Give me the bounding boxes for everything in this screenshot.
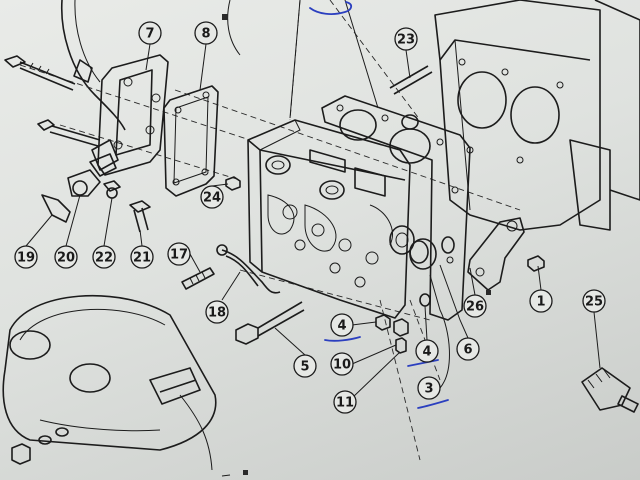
callout-c25: 25 [582,289,606,313]
valve-cover [2,294,217,471]
callout-number: 1 [536,295,545,310]
head-bolt [235,301,305,345]
pen-annotations [309,1,449,409]
callout-circle [463,294,487,318]
callout-c26: 26 [463,294,487,318]
cup-plug [409,238,437,270]
callout-c20: 20 [54,245,78,269]
callout-circle [205,300,229,324]
callout-c3: 3 [417,376,441,400]
callout-number: 20 [57,251,75,266]
cylinder-block [434,0,640,231]
water-flange-housing [91,54,169,176]
callout-c4a: 4 [330,313,354,337]
callout-number: 5 [300,360,309,375]
callout-circle [582,289,606,313]
callout-number: 18 [208,306,226,321]
lifting-bracket [467,217,525,291]
flange-gasket [163,85,219,197]
marker-square [222,14,228,20]
callout-c11: 11 [333,390,357,414]
callout-number: 10 [333,358,351,373]
small-nut [225,176,241,191]
callout-number: 23 [397,33,415,48]
callout-number: 24 [203,191,221,206]
callout-circle [394,27,418,51]
callout-c6: 6 [456,337,480,361]
callout-number: 22 [95,251,113,266]
marker-square-2 [486,290,491,295]
callout-circle [167,242,191,266]
marker-square-3 [243,470,248,475]
callout-circle [293,354,317,378]
callout-circle [417,376,441,400]
callout-c8: 8 [194,21,218,45]
oil-pressure-switch [581,367,639,413]
callout-circle [415,339,439,363]
callout-number: 19 [17,251,35,266]
cover-nuts-washers [11,427,69,465]
callout-number: 25 [585,295,603,310]
head-stud [389,65,433,130]
callout-number: 21 [133,251,151,266]
bracket-bolt [527,255,545,272]
callout-c7: 7 [138,21,162,45]
leader-lines [25,0,601,477]
callout-c23: 23 [394,27,418,51]
callout-c18: 18 [205,300,229,324]
callout-bubbles: 1 3 4 4 5 6 7 8 10 11 17 18 19 20 21 22 23 24 25 26 [14,21,606,414]
callout-circle [194,21,218,45]
callout-circle [529,289,553,313]
callout-circle [333,390,357,414]
callout-c10: 10 [330,352,354,376]
callout-circle [138,21,162,45]
callout-circle [330,352,354,376]
callout-c5: 5 [293,354,317,378]
bolt-middle-left [37,119,101,147]
callout-c4b: 4 [415,339,439,363]
callout-number: 4 [337,319,346,334]
temp-sender-assembly [41,153,151,233]
callout-circle [330,313,354,337]
callout-c24: 24 [200,185,224,209]
small-o-ring [441,236,455,254]
callout-number: 7 [145,27,154,42]
callout-number: 26 [466,300,484,315]
callout-c21: 21 [130,245,154,269]
callout-circle [456,337,480,361]
glow-plug-lead [181,244,281,294]
callout-number: 3 [424,382,433,397]
bolt-upper-left [4,55,76,91]
callout-circle [92,245,116,269]
callout-circle [130,245,154,269]
callout-number: 17 [170,248,188,263]
callout-c19: 19 [14,245,38,269]
callout-number: 6 [463,343,472,358]
callout-number: 4 [422,345,431,360]
callout-number: 11 [336,396,354,411]
callout-c22: 22 [92,245,116,269]
callout-c1: 1 [529,289,553,313]
cylinder-head [247,119,415,319]
callout-circle [54,245,78,269]
callout-number: 8 [201,27,210,42]
small-fittings [375,293,431,354]
callout-circle [200,185,224,209]
callout-circle [14,245,38,269]
callout-c17: 17 [167,242,191,266]
